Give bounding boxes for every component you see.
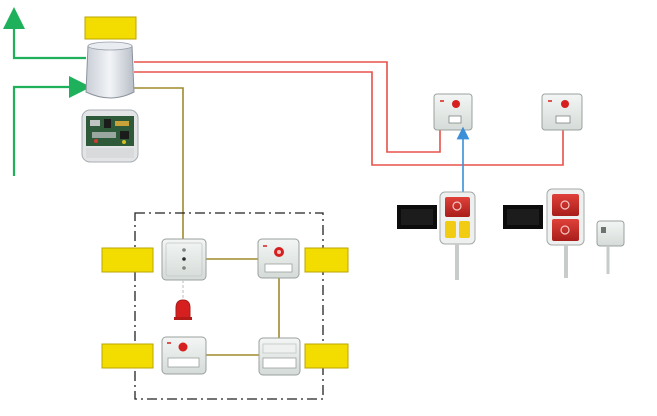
room-module-tl <box>161 238 207 281</box>
yellow-block-top <box>84 16 137 40</box>
zone-frame <box>134 212 324 400</box>
bus-wire <box>134 87 280 356</box>
wall-panel-a <box>433 93 473 131</box>
handset-yellow-red <box>439 191 476 280</box>
pull-cord-icon <box>596 220 625 274</box>
yellow-block-mr <box>304 247 349 273</box>
display-a <box>397 205 437 229</box>
circuit-board <box>81 109 139 163</box>
wall-panel-b <box>541 93 583 131</box>
room-module-tr <box>257 238 300 279</box>
yellow-block-bl <box>101 343 154 369</box>
room-module-bl <box>161 336 207 375</box>
handset-red <box>546 188 585 278</box>
power-wire <box>134 61 564 166</box>
room-module-br <box>258 337 301 376</box>
yellow-block-ml <box>101 247 154 273</box>
alarm-light-icon <box>174 280 192 320</box>
arrow-in-icon <box>12 76 91 176</box>
yellow-block-br <box>304 343 349 369</box>
arrow-up-icon <box>3 7 86 60</box>
display-b <box>503 205 543 229</box>
central-unit <box>85 41 135 99</box>
